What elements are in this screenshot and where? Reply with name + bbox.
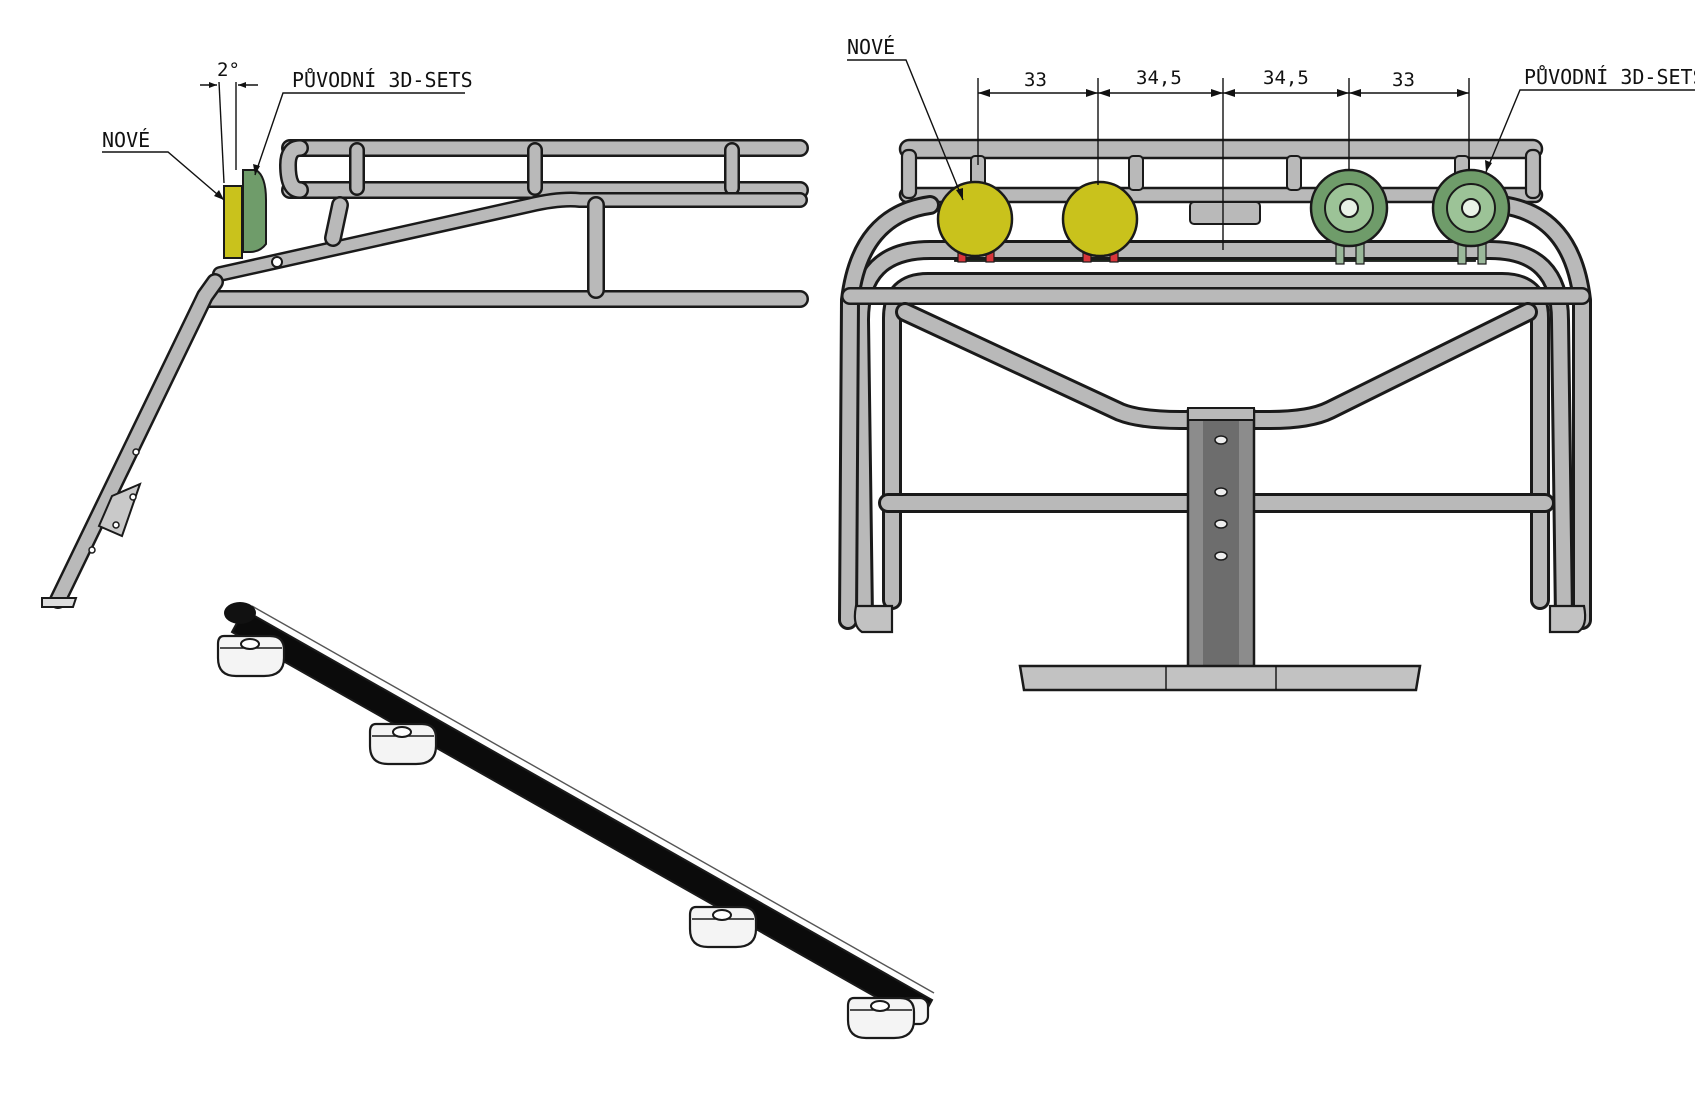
front-view: 33 34,5 34,5 33 NOVÉ PŮVODNÍ 3D-SETS [838, 35, 1695, 692]
side-view: 2° NOVÉ PŮVODNÍ 3D-SETS [41, 59, 809, 609]
dimension-1: 33 [1024, 69, 1047, 91]
side-label-new: NOVÉ [102, 128, 150, 152]
front-label-original: PŮVODNÍ 3D-SETS [1524, 65, 1695, 89]
isometric-light-bar [216, 602, 935, 1040]
dimension-2: 34,5 [1136, 67, 1182, 89]
dimension-3: 34,5 [1263, 67, 1309, 89]
dimension-4: 33 [1392, 69, 1415, 91]
side-angle-dimension: 2° [217, 59, 240, 81]
side-label-original: PŮVODNÍ 3D-SETS [292, 68, 473, 92]
front-label-new: NOVÉ [847, 35, 895, 59]
